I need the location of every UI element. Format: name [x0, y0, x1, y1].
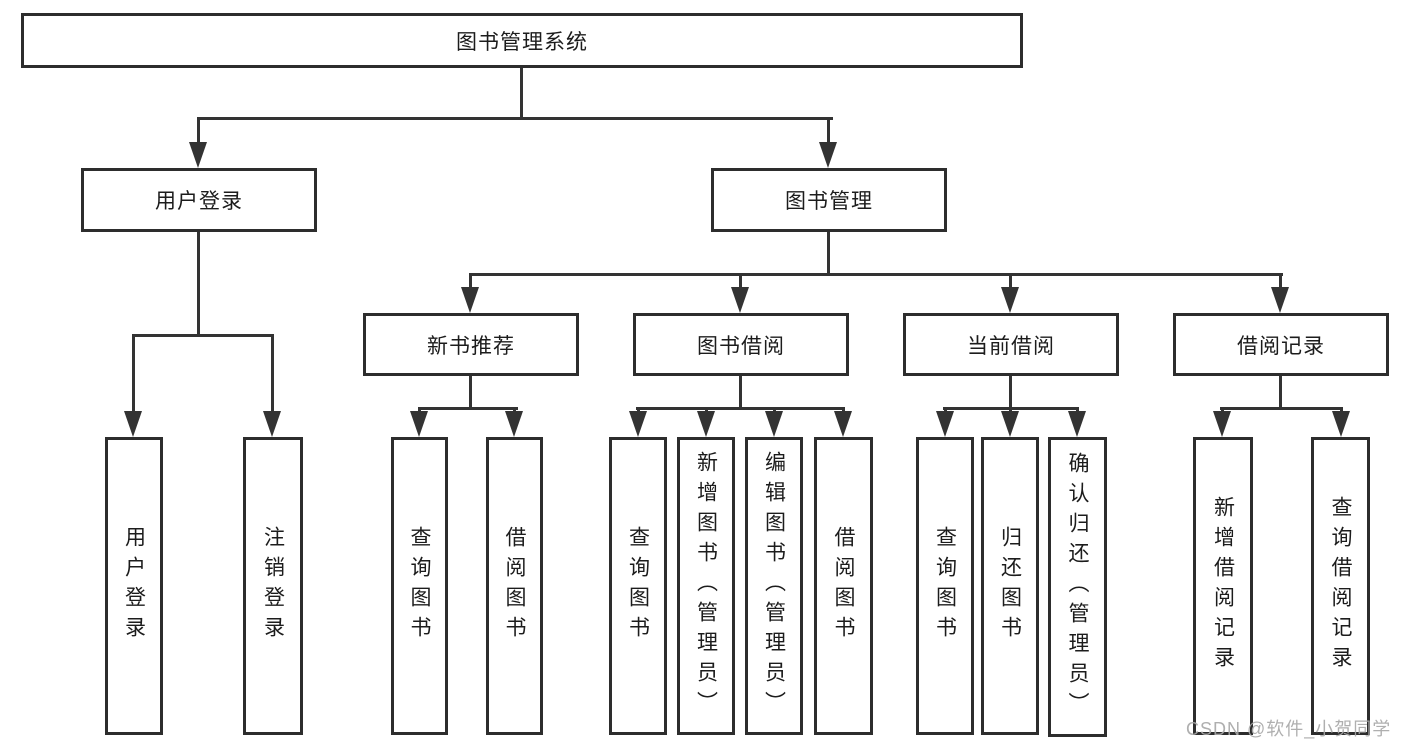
node-user-login: 用户登录	[81, 168, 317, 232]
node-book-borrow: 图书借阅	[633, 313, 849, 376]
connector-current-stem	[1009, 376, 1012, 409]
arrowhead-new-book-recommend	[461, 287, 479, 313]
arrowhead-edit-books	[765, 411, 783, 437]
connector-userlogin-rail	[132, 334, 274, 337]
arrowhead-leaf-user-login	[124, 411, 142, 437]
arrowhead-borrow-books-a	[505, 411, 523, 437]
arrowhead-confirm-return	[1068, 411, 1086, 437]
connector-userlogin-stem	[197, 232, 200, 336]
arrowhead-user-login	[189, 142, 207, 168]
connector-userlogin-drop-1	[132, 334, 135, 414]
arrowhead-book-borrow	[731, 287, 749, 313]
connector-root-rail	[197, 117, 833, 120]
arrowhead-borrow-records	[1271, 287, 1289, 313]
node-borrow-records: 借阅记录	[1173, 313, 1389, 376]
connector-bookmgmt-drop-3	[1009, 273, 1012, 291]
arrowhead-leaf-logout	[263, 411, 281, 437]
leaf-query-borrow-record: 查询借阅记录	[1311, 437, 1370, 735]
connector-userlogin-drop-2	[271, 334, 274, 414]
node-current-borrow: 当前借阅	[903, 313, 1119, 376]
arrowhead-borrow-books-b	[834, 411, 852, 437]
leaf-logout: 注销登录	[243, 437, 303, 735]
arrowhead-book-management	[819, 142, 837, 168]
leaf-return-books: 归还图书	[981, 437, 1039, 735]
arrowhead-return-books	[1001, 411, 1019, 437]
leaf-query-books-c: 查询图书	[916, 437, 974, 735]
connector-bookmgmt-drop-2	[739, 273, 742, 291]
leaf-user-login: 用户登录	[105, 437, 163, 735]
connector-root-drop-right	[827, 117, 830, 147]
connector-bookmgmt-drop-1	[469, 273, 472, 291]
connector-recommend-rail	[418, 407, 518, 410]
arrowhead-add-books	[697, 411, 715, 437]
node-new-book-recommend: 新书推荐	[363, 313, 579, 376]
arrowhead-query-books-b	[629, 411, 647, 437]
node-book-management: 图书管理	[711, 168, 947, 232]
csdn-watermark: CSDN @软件_小贺同学	[1186, 719, 1392, 739]
connector-bookmgmt-drop-4	[1279, 273, 1282, 291]
connector-borrow-stem	[739, 376, 742, 409]
connector-bookmgmt-rail	[469, 273, 1283, 276]
leaf-borrow-books-b: 借阅图书	[814, 437, 873, 735]
connector-recommend-stem	[469, 376, 472, 409]
connector-records-rail	[1220, 407, 1343, 410]
connector-root-stem	[520, 68, 523, 119]
connector-root-drop-left	[197, 117, 200, 147]
leaf-query-books-a: 查询图书	[391, 437, 448, 735]
leaf-confirm-return-admin: 确认归还（管理员）	[1048, 437, 1107, 737]
connector-records-stem	[1279, 376, 1282, 409]
arrowhead-add-borrow-record	[1213, 411, 1231, 437]
leaf-add-borrow-record: 新增借阅记录	[1193, 437, 1253, 735]
arrowhead-query-books-a	[410, 411, 428, 437]
connector-bookmgmt-stem	[827, 232, 830, 275]
arrowhead-query-books-c	[936, 411, 954, 437]
connector-borrow-rail	[636, 407, 845, 410]
leaf-add-books-admin: 新增图书（管理员）	[677, 437, 735, 735]
arrowhead-current-borrow	[1001, 287, 1019, 313]
leaf-query-books-b: 查询图书	[609, 437, 667, 735]
leaf-edit-books-admin: 编辑图书（管理员）	[745, 437, 803, 735]
node-library-system: 图书管理系统	[21, 13, 1023, 68]
arrowhead-query-borrow-record	[1332, 411, 1350, 437]
leaf-borrow-books-a: 借阅图书	[486, 437, 543, 735]
